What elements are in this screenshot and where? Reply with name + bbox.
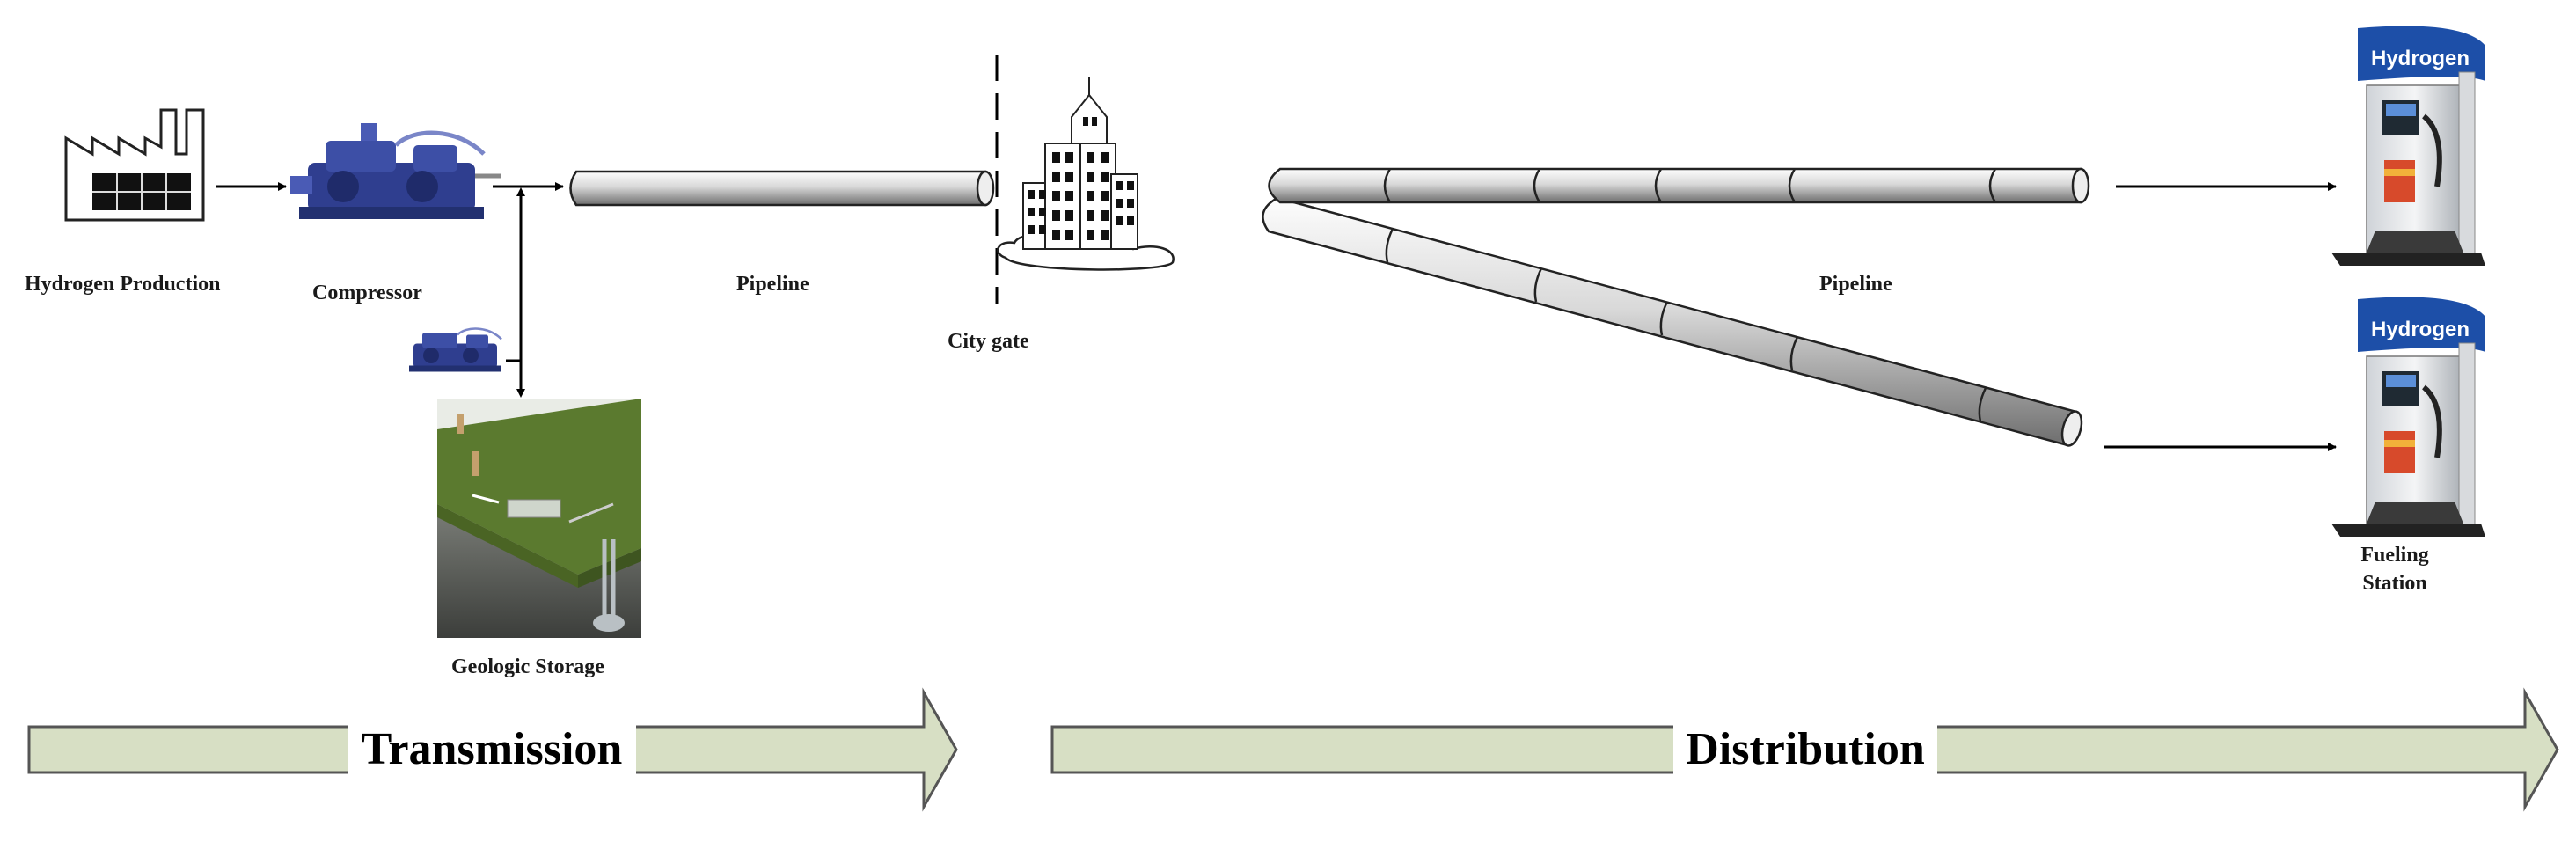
geologic-storage-icon xyxy=(437,399,641,638)
transmission-label: Transmission xyxy=(362,724,623,774)
city-gate-label: City gate xyxy=(948,330,1029,353)
geologic-storage-label: Geologic Storage xyxy=(451,655,604,678)
pipeline-label-transmission: Pipeline xyxy=(736,273,809,296)
fuel-pump-icon-2: Hydrogen xyxy=(2331,297,2485,537)
compressor-icon xyxy=(290,123,501,219)
fuel-pump-icon: Hydrogen xyxy=(2331,26,2485,266)
transmission-pipeline xyxy=(569,170,995,207)
distribution-phase-arrow: Distribution xyxy=(1050,687,2559,812)
hydrogen-production-label: Hydrogen Production xyxy=(25,273,220,296)
compressor-label: Compressor xyxy=(312,282,422,304)
pipeline-label-distribution: Pipeline xyxy=(1819,273,1892,296)
distribution-label: Distribution xyxy=(1686,724,1925,774)
fueling-station-label-line1: Fueling xyxy=(2360,544,2428,567)
fueling-station-label-line2: Station xyxy=(2362,572,2426,595)
distribution-pipeline-lower xyxy=(1262,196,2083,447)
pump-sign-label: Hydrogen xyxy=(2371,47,2470,70)
factory-icon xyxy=(64,108,205,222)
transmission-phase-arrow: Transmission xyxy=(27,687,958,812)
small-compressor-icon xyxy=(409,327,502,372)
pump-sign-label-2: Hydrogen xyxy=(2371,318,2470,341)
distribution-pipeline-upper xyxy=(1268,167,2090,204)
city-icon xyxy=(997,77,1175,271)
